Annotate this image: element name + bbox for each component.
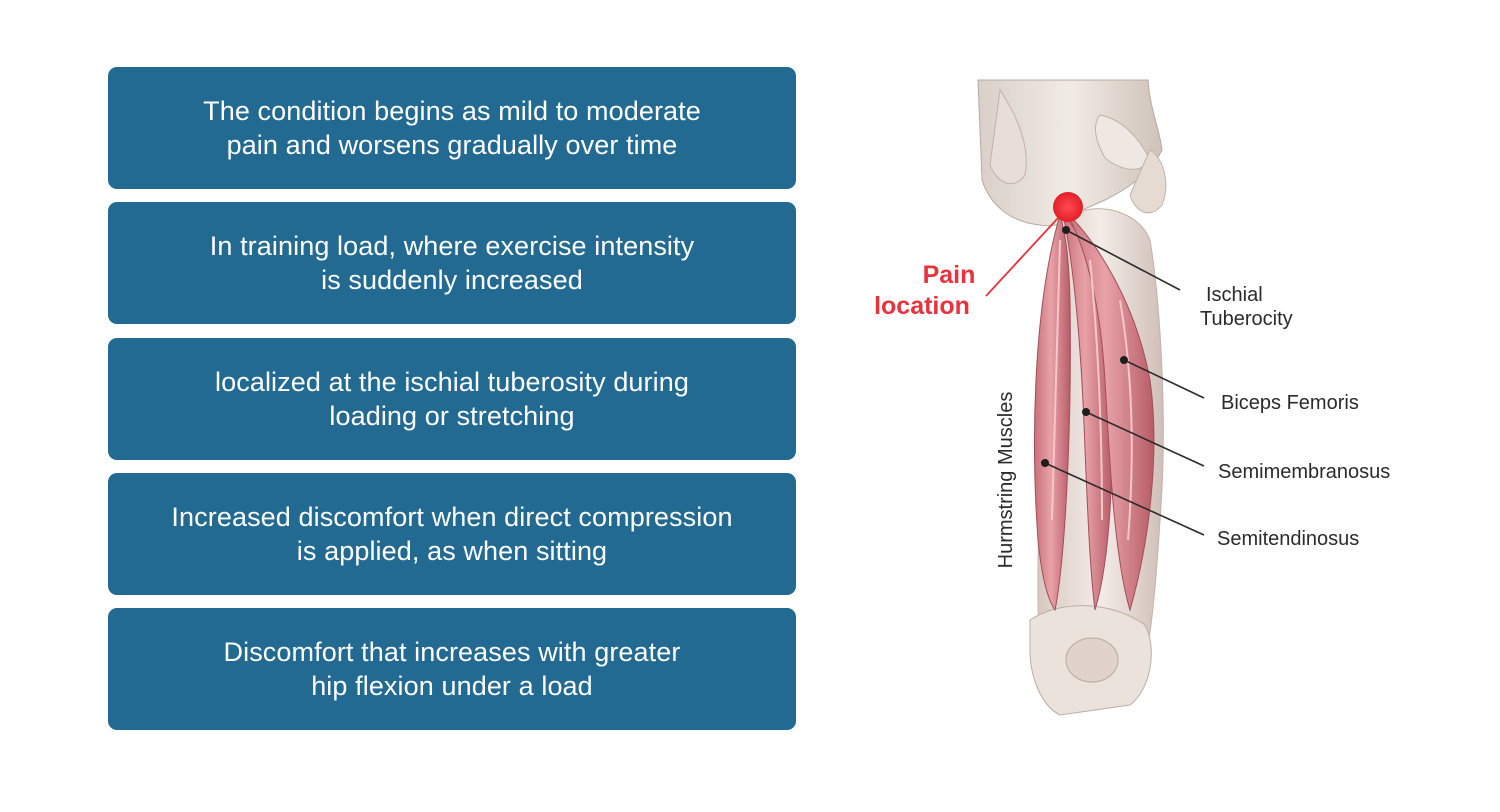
ischial-label-line2: Tuberocity [1200,308,1293,330]
pain-location-marker [1053,192,1083,222]
pain-leader-line [985,217,1059,297]
symptom-text-5: Discomfort that increases with greater h… [223,637,681,701]
semimembranosus-label: Semimembranosus [1218,461,1390,483]
pelvis-bone [977,79,1167,227]
semitendinosus-label: Semitendinosus [1217,528,1359,550]
symptom-text-1: The condition begins as mild to moderate… [203,96,701,160]
symptom-card-4: Increased discomfort when direct compres… [108,473,796,595]
symptom-card-1: The condition begins as mild to moderate… [108,67,796,189]
label-dots [1041,226,1128,467]
semitendinosus-muscle [1034,213,1071,612]
symptom-text-3: localized at the ischial tuberosity duri… [215,367,689,431]
pain-label-line2: location [874,292,970,320]
label-leader-lines [1044,229,1205,536]
symptom-card-2: In training load, where exercise intensi… [108,202,796,324]
ischial-label-line1: Ischial [1206,284,1263,306]
symptom-card-3: localized at the ischial tuberosity duri… [108,338,796,460]
pain-label-line1: Pain [923,261,976,289]
symptom-text-4: Increased discomfort when direct compres… [171,502,733,566]
muscle-group-label: Hurmstring Muscles [995,392,1017,569]
biceps-femoris-muscle [1065,211,1155,612]
symptom-card-5: Discomfort that increases with greater h… [108,608,796,730]
biceps-femoris-label: Biceps Femoris [1221,392,1359,414]
symptom-text-2: In training load, where exercise intensi… [209,231,695,295]
